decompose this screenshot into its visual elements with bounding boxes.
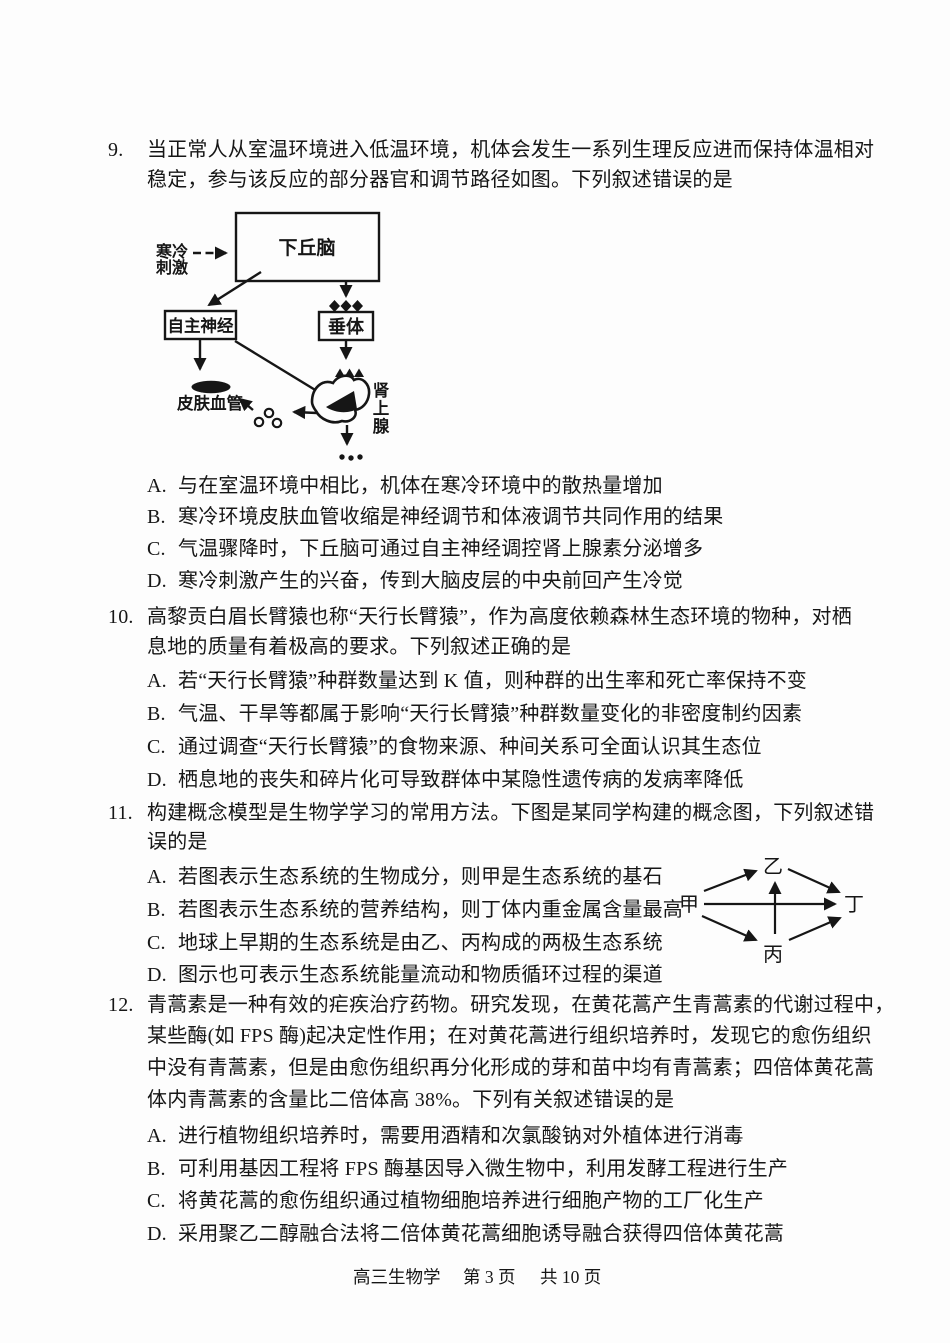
question-9-option-a: A.与在室温环境中相比，机体在寒冷环境中的散热量增加 [147, 475, 663, 497]
question-12-stem-1: 青蒿素是一种有效的疟疾治疗药物。研究发现，在黄花蒿产生青蒿素的代谢过程中， [147, 994, 895, 1016]
question-11-line-1: 11. 构建概念模型是生物学学习的常用方法。下图是某同学构建的概念图，下列叙述错 [108, 802, 874, 825]
question-12-number: 12. [108, 994, 134, 1016]
skin-vessel-shape [191, 380, 231, 394]
node-ding: 丁 [844, 894, 864, 916]
hormone-circle [271, 417, 283, 429]
node-yi: 乙 [763, 856, 783, 878]
question-12-option-a: A.进行植物组织培养时，需要用酒精和次氯酸钠对外植体进行消毒 [147, 1125, 744, 1147]
footer-page-total: 共 10 页 [540, 1267, 602, 1287]
pituitary-box [317, 310, 375, 342]
question-12-stem-3: 中没有青蒿素，但是由愈伤组织再分化形成的芽和苗中均有青蒿素；四倍体黄花蒿 [147, 1057, 875, 1079]
question-9-line-1: 9. 当正常人从室温环境进入低温环境，机体会发生一系列生理反应进而保持体温相对 [108, 139, 874, 162]
question-9-stem-2: 稳定，参与该反应的部分器官和调节路径如图。下列叙述错误的是 [147, 169, 733, 191]
secretion-dot [348, 455, 354, 461]
cold-stimulus-label-1: 寒冷 [155, 242, 188, 261]
hormone-to-vessel-arrow [238, 397, 254, 412]
question-11-number: 11. [108, 802, 133, 824]
question-10-stem-1: 高黎贡白眉长臂猿也称“天行长臂猿”，作为高度依赖森林生态环境的物种，对栖 [147, 606, 852, 628]
arrow-jia-to-bing [701, 914, 758, 942]
question-10-option-a: A.若“天行长臂猿”种群数量达到 K 值，则种群的出生率和死亡率保持不变 [147, 670, 807, 692]
hormone-diamond [340, 300, 352, 312]
arrow-yi-to-ding [787, 867, 841, 894]
question-10-option-b: B.气温、干旱等都属于影响“天行长臂猿”种群数量变化的非密度制约因素 [147, 703, 803, 725]
footer-page-number: 第 3 页 [463, 1267, 516, 1287]
hormone-diamond [329, 300, 340, 312]
adrenal-inner-shade [326, 391, 357, 413]
hormone-triangle [354, 368, 364, 377]
autonomic-nerve-box [163, 309, 238, 341]
question-10-option-d: D.栖息地的丧失和碎片化可导致群体中某隐性遗传病的发病率降低 [147, 769, 744, 791]
question-9-option-d: D.寒冷刺激产生的兴奋，传到大脑皮层的中央前回产生冷觉 [147, 570, 683, 592]
question-11-option-d: D.图示也可表示生态系统能量流动和物质循环过程的渠道 [147, 964, 663, 986]
thermoregulation-diagram: 寒冷 刺激 下丘脑 自主神经 垂体 皮肤血管 肾 上 腺 [155, 211, 390, 461]
hormone-circle [253, 416, 265, 428]
question-10-option-c: C.通过调查“天行长臂猿”的食物来源、种间关系可全面认识其生态位 [147, 736, 762, 758]
cold-stimulus-label-2: 刺激 [155, 258, 188, 277]
footer-course: 高三生物学 [353, 1267, 441, 1287]
secretion-dot [339, 454, 345, 460]
secretion-dot [357, 454, 363, 460]
question-11-option-a: A.若图表示生态系统的生物成分，则甲是生态系统的基石 [147, 866, 663, 888]
question-11-option-b: B.若图表示生态系统的营养结构，则丁体内重金属含量最高 [147, 899, 683, 921]
question-11-stem-1: 构建概念模型是生物学学习的常用方法。下图是某同学构建的概念图，下列叙述错 [147, 802, 875, 824]
question-11-stem-2: 误的是 [147, 831, 208, 853]
adrenal-secretion-left-arrow [292, 405, 318, 420]
hormone-triangle [335, 368, 345, 377]
question-12-option-b: B.可利用基因工程将 FPS 酶基因导入微生物中，利用发酵工程进行生产 [147, 1158, 788, 1180]
question-12-option-d: D.采用聚乙二醇融合法将二倍体黄花蒿细胞诱导融合获得四倍体黄花蒿 [147, 1223, 784, 1245]
node-bing: 丙 [763, 944, 783, 966]
question-9-number: 9. [108, 139, 124, 161]
question-9-option-c: C.气温骤降时，下丘脑可通过自主神经调控肾上腺素分泌增多 [147, 538, 704, 560]
skin-vessels-label: 皮肤血管 [177, 393, 243, 413]
hormone-diamond [352, 300, 363, 312]
question-12-line-1: 12. 青蒿素是一种有效的疟疾治疗药物。研究发现，在黄花蒿产生青蒿素的代谢过程中， [108, 994, 894, 1017]
question-11-option-c: C.地球上早期的生态系统是由乙、丙构成的两极生态系统 [147, 932, 663, 954]
arrow-bing-to-ding [788, 916, 842, 942]
question-12-stem-4: 体内青蒿素的含量比二倍体高 38%。下列有关叙述错误的是 [147, 1089, 675, 1111]
question-10-stem-2: 息地的质量有着极高的要求。下列叙述正确的是 [147, 636, 572, 658]
adrenal-label-3: 腺 [373, 416, 390, 436]
pituitary-label: 垂体 [328, 316, 365, 337]
autonomic-nerve-label: 自主神经 [168, 316, 235, 336]
hypothalamus-box [234, 211, 381, 283]
question-10-number: 10. [108, 606, 134, 628]
node-jia: 甲 [679, 894, 699, 916]
adrenal-label-2: 上 [373, 399, 390, 418]
concept-diagram: 甲 乙 丙 丁 [679, 856, 864, 966]
question-10-line-1: 10. 高黎贡白眉长臂猿也称“天行长臂猿”，作为高度依赖森林生态环境的物种，对栖 [108, 606, 852, 629]
question-12-option-c: C.将黄花蒿的愈伤组织通过植物细胞培养进行细胞产物的工厂化生产 [147, 1190, 764, 1212]
adrenal-label-1: 肾 [373, 381, 390, 400]
hormone-triangle [344, 368, 355, 377]
question-9-option-b: B.寒冷环境皮肤血管收缩是神经调节和体液调节共同作用的结果 [147, 506, 724, 528]
arrow-jia-to-yi [703, 868, 758, 893]
question-9-stem-1: 当正常人从室温环境进入低温环境，机体会发生一系列生理反应进而保持体温相对 [147, 139, 875, 161]
hormone-circle [263, 407, 275, 419]
hypothalamus-label: 下丘脑 [278, 236, 335, 259]
question-12-stem-2: 某些酶(如 FPS 酶)起决定性作用；在对黄花蒿进行组织培养时，发现它的愈伤组织 [147, 1025, 872, 1047]
hypothalamus-to-autonomic-arrow [207, 270, 262, 307]
